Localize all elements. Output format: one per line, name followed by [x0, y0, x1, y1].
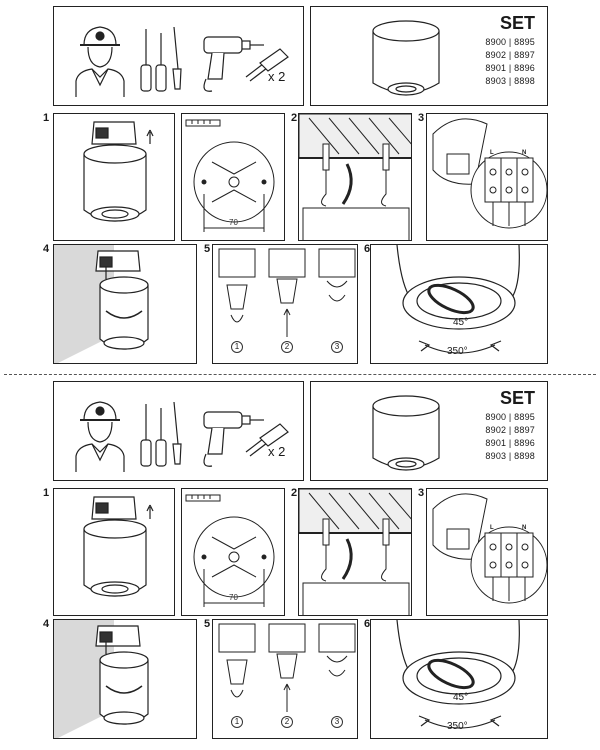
product-code: 8900 | 8895	[485, 37, 535, 47]
tilt-angle-label: 45°	[453, 692, 469, 703]
electrician-icon	[75, 26, 125, 97]
set-title: SET	[499, 13, 535, 33]
step-number: 1	[43, 487, 50, 499]
step-1-illustration	[83, 496, 154, 597]
anchor-count: x 2	[268, 69, 286, 84]
step-2-illustration	[299, 114, 411, 240]
tools-illustration	[75, 26, 289, 97]
bulb-icon	[276, 278, 298, 304]
template-illustration	[185, 494, 275, 607]
step-number: 1	[43, 112, 50, 124]
template-illustration	[185, 119, 275, 232]
cylinder-lamp-icon	[372, 20, 440, 96]
step-4-illustration	[54, 245, 149, 363]
product-illustration	[372, 395, 440, 471]
step-number: 6	[364, 243, 371, 255]
product-code: 8900 | 8895	[485, 412, 535, 422]
step-1-panel	[53, 488, 175, 616]
step-5-illustration	[218, 248, 356, 337]
product-code: 8901 | 8896	[485, 438, 535, 448]
ruler-icon	[185, 119, 221, 127]
tools-panel: x 2	[53, 6, 304, 106]
step-number: 5	[204, 243, 211, 255]
tilt-angle-label: 45°	[453, 317, 469, 328]
bulb-icon	[276, 653, 298, 679]
step-5-panel: 1 2 3	[212, 244, 358, 364]
step-number: 4	[43, 618, 50, 630]
hole-spacing-label: 70	[229, 593, 238, 602]
step-number: 5	[204, 618, 211, 630]
step-2-illustration	[299, 489, 411, 615]
instruction-sheet: x 2 SET 8900 | 8895 8902 | 8897 8901 | 8…	[0, 375, 600, 750]
sub-step-number: 1	[231, 716, 243, 728]
product-code: 8902 | 8897	[485, 425, 535, 435]
step-1-illustration	[83, 121, 154, 222]
sub-step-number: 1	[231, 341, 243, 353]
step-4-illustration	[54, 620, 149, 738]
drilling-template-panel: 70	[181, 488, 285, 616]
sub-step-number: 2	[281, 341, 293, 353]
product-panel: SET 8900 | 8895 8902 | 8897 8901 | 8896 …	[310, 381, 548, 481]
terminal-block-icon	[446, 153, 470, 175]
product-illustration	[372, 20, 440, 96]
step-6-panel: 45° 350°	[370, 619, 548, 739]
product-code: 8902 | 8897	[485, 50, 535, 60]
drill-icon	[203, 411, 264, 467]
terminal-block-large-icon	[484, 532, 534, 578]
step-3-illustration	[432, 118, 547, 229]
screwdrivers-icon	[140, 401, 182, 467]
wall-plug-icon	[245, 423, 289, 457]
step-5-illustration	[218, 623, 356, 712]
tools-panel: x 2	[53, 381, 304, 481]
step-number: 2	[291, 487, 298, 499]
terminal-label-live: L	[490, 525, 494, 531]
step-4-panel	[53, 619, 197, 739]
bulb-icon	[226, 659, 248, 685]
step-1-panel	[53, 113, 175, 241]
rotation-angle-label: 350°	[447, 346, 468, 357]
step-6-illustration	[396, 620, 520, 729]
cut-line	[4, 374, 596, 375]
ruler-icon	[185, 494, 221, 502]
anchor-count: x 2	[268, 444, 286, 459]
sub-step-number: 3	[331, 716, 343, 728]
step-number: 3	[418, 112, 425, 124]
step-4-panel	[53, 244, 197, 364]
electrician-icon	[75, 401, 125, 472]
terminal-label-neutral: N	[522, 150, 527, 156]
step-6-panel: 45° 350°	[370, 244, 548, 364]
tools-illustration	[75, 401, 289, 472]
product-code: 8901 | 8896	[485, 63, 535, 73]
drill-icon	[203, 36, 264, 92]
terminal-block-large-icon	[484, 157, 534, 203]
step-2-panel	[298, 113, 412, 241]
step-number: 3	[418, 487, 425, 499]
step-number: 6	[364, 618, 371, 630]
bulb-icon	[226, 284, 248, 310]
instruction-sheet: x 2 SET 8900 | 8895 8902 | 8897 8901 | 8…	[43, 6, 548, 364]
screwdrivers-icon	[140, 26, 182, 92]
terminal-label-live: L	[490, 150, 494, 156]
step-5-panel: 1 2 3	[212, 619, 358, 739]
step-6-illustration	[396, 245, 520, 354]
terminal-block-icon	[446, 528, 470, 550]
set-title: SET	[499, 388, 535, 408]
step-3-panel: L N	[426, 488, 548, 616]
step-number: 2	[291, 112, 298, 124]
hole-spacing-label: 70	[229, 218, 238, 227]
product-code: 8903 | 8898	[485, 76, 535, 86]
cylinder-lamp-icon	[372, 395, 440, 471]
drilling-template-panel: 70	[181, 113, 285, 241]
wall-plug-icon	[245, 48, 289, 82]
product-code: 8903 | 8898	[485, 451, 535, 461]
step-3-illustration	[432, 493, 547, 604]
rotation-angle-label: 350°	[447, 721, 468, 732]
step-number: 4	[43, 243, 50, 255]
sub-step-number: 2	[281, 716, 293, 728]
step-3-panel: L N	[426, 113, 548, 241]
step-2-panel	[298, 488, 412, 616]
terminal-label-neutral: N	[522, 525, 527, 531]
product-panel: SET 8900 | 8895 8902 | 8897 8901 | 8896 …	[310, 6, 548, 106]
sub-step-number: 3	[331, 341, 343, 353]
